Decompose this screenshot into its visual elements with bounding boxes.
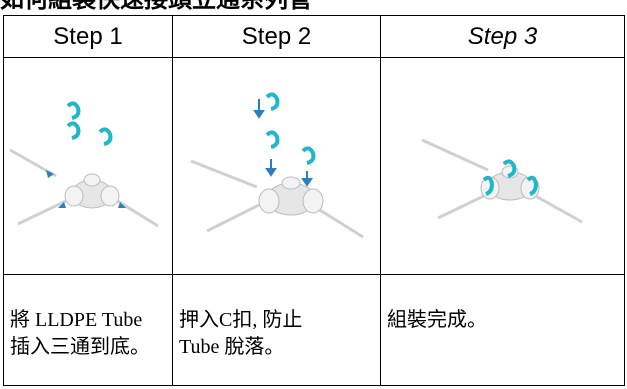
step-1-instruction-cell: 將 LLDPE Tube 插入三通到底。 <box>3 273 173 387</box>
instruction-row: 將 LLDPE Tube 插入三通到底。 押入C扣, 防止 Tube 脫落。 組… <box>3 273 625 387</box>
step-2-instruction: 押入C扣, 防止 Tube 脫落。 <box>179 308 303 358</box>
step-3-header: Step 3 <box>380 14 625 59</box>
tee-fitting-insert-illustration <box>9 101 159 228</box>
arrow-icon <box>252 98 313 187</box>
header-row: Step 1 Step 2 Step 3 <box>3 14 625 59</box>
c-clip-icon <box>482 159 538 196</box>
illustration-row <box>3 57 625 275</box>
steps-table: Step 1 Step 2 Step 3 <box>3 14 625 387</box>
step-1-illustration-cell <box>3 57 173 275</box>
page-title: 如何組裝快速接頭立通系列管 <box>0 0 627 12</box>
step-2-instruction-cell: 押入C扣, 防止 Tube 脫落。 <box>172 273 381 387</box>
tube-icon <box>189 159 364 239</box>
c-clip-icon <box>66 101 113 146</box>
step-1-header: Step 1 <box>3 14 173 59</box>
clip-press-illustration <box>189 92 364 239</box>
tee-fitting-icon <box>258 176 323 216</box>
step-2-illustration-cell <box>172 57 381 275</box>
tee-fitting-icon <box>64 173 120 209</box>
step-2-header: Step 2 <box>172 14 381 59</box>
arrow-icon <box>46 169 126 208</box>
c-clip-icon <box>265 92 315 165</box>
step-3-instruction-cell: 組裝完成。 <box>380 273 625 387</box>
tube-icon <box>420 138 583 224</box>
assembled-tee-illustration <box>420 138 583 224</box>
step-1-instruction: 將 LLDPE Tube 插入三通到底。 <box>10 308 150 358</box>
step-3-instruction: 組裝完成。 <box>387 308 487 331</box>
step-3-illustration-cell <box>380 57 625 275</box>
tee-fitting-icon <box>480 165 539 201</box>
